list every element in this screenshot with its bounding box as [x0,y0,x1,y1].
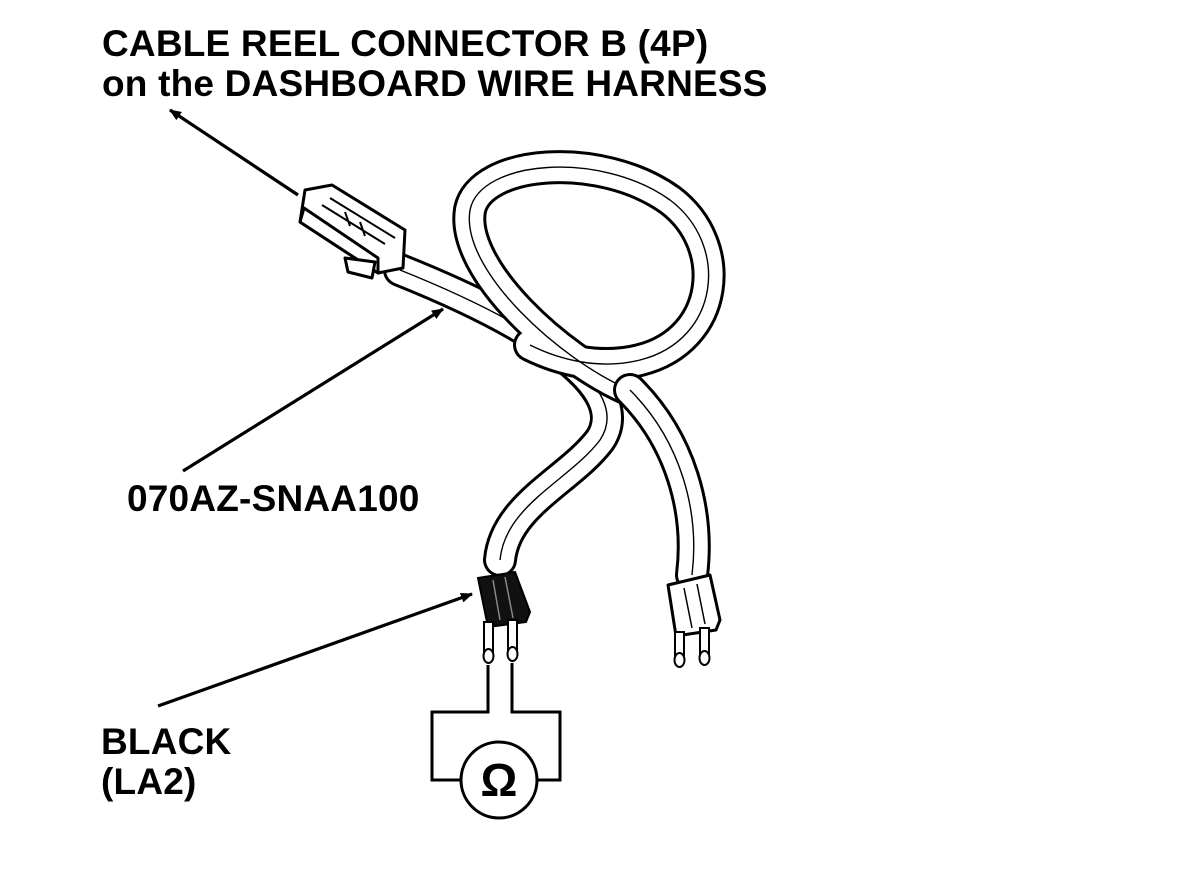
ohmmeter-icon [459,740,539,820]
cable-reel-connector-b [298,183,407,280]
black-plug-label: BLACK (LA2) [101,722,231,802]
white-test-plug [666,573,722,668]
harness-wire-to-white-plug [613,373,711,592]
black-label-line1: BLACK [101,721,232,762]
black-test-plug [476,570,532,664]
connector-label-line1: CABLE REEL CONNECTOR B (4P) [102,23,709,64]
harness-wire-to-black-plug [383,253,624,577]
leader-connector [169,108,299,197]
harness-wire-loop [452,150,726,407]
ohmmeter-circuit: Ω [430,663,562,820]
black-label-line2: (LA2) [101,761,197,802]
connector-label: CABLE REEL CONNECTOR B (4P) on the DASHB… [102,24,768,104]
ohm-symbol: Ω [481,754,518,806]
connector-label-line2: on the DASHBOARD WIRE HARNESS [102,63,768,104]
leader-part-number [182,307,444,473]
leader-black-plug [157,592,473,708]
part-number-label: 070AZ-SNAA100 [127,478,420,519]
